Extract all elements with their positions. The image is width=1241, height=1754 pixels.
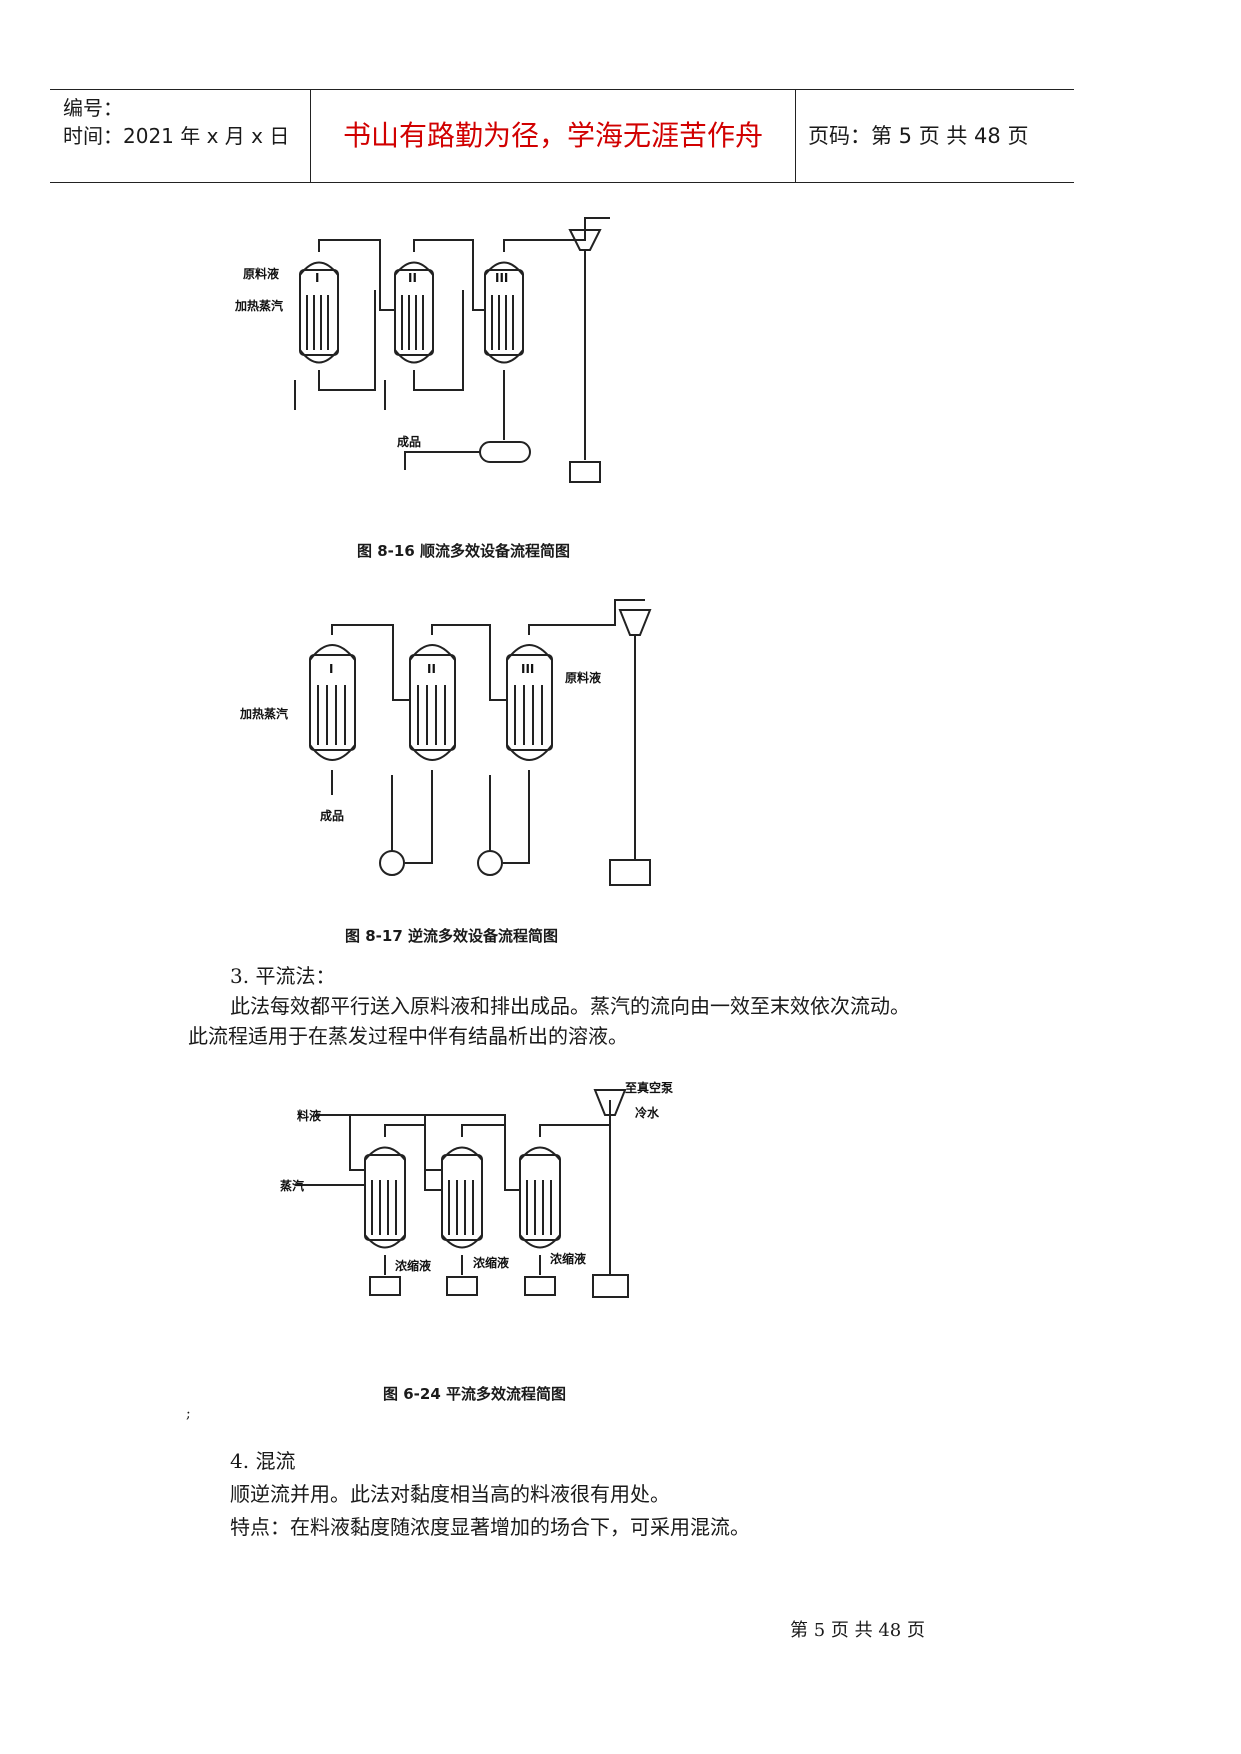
fig1-feed-label: 原料液 <box>243 266 279 281</box>
fig1-effect-3-label: III <box>495 271 508 285</box>
section4-line2: 特点：在料液黏度随浓度显著增加的场合下，可采用混流。 <box>230 1515 750 1539</box>
fig1-effect-2-label: II <box>408 271 417 285</box>
section3-para-line1: 此法每效都平行送入原料液和排出成品。蒸汽的流向由一效至末效依次流动。 <box>230 994 910 1018</box>
fig2-effect-2-label: II <box>427 662 436 676</box>
header-page-label: 页码：第 5 页 共 48 页 <box>808 124 1029 148</box>
header-motto: 书山有路勤为径，学海无涯苦作舟 <box>311 90 796 182</box>
stray-mark: ; <box>186 1406 191 1422</box>
fig1-product-label: 成品 <box>397 434 421 449</box>
figure-parallel-flow: 至真空泵 冷水 料液 蒸汽 浓缩液 浓缩液 浓缩液 <box>280 1080 673 1298</box>
section4-title: 4. 混流 <box>230 1449 296 1473</box>
fig2-effect-1-label: I <box>329 662 333 676</box>
figure2-caption: 图 8-17 逆流多效设备流程简图 <box>345 927 558 945</box>
number-label: 编号： <box>63 96 123 120</box>
fig3-cold-water-label: 冷水 <box>635 1105 660 1120</box>
fig2-effect-3-label: III <box>521 662 534 676</box>
figure-backward-flow: 原料液 加热蒸汽 成品 I II III <box>239 599 652 886</box>
fig2-product-label: 成品 <box>320 808 344 823</box>
fig3-conc-1-label: 浓缩液 <box>395 1258 431 1273</box>
fig1-effect-1-label: I <box>315 271 319 285</box>
date-label: 时间：2021 年 x 月 x 日 <box>63 124 290 148</box>
fig2-steam-label: 加热蒸汽 <box>239 706 288 721</box>
figure1-caption: 图 8-16 顺流多效设备流程简图 <box>357 542 570 560</box>
figure-forward-flow: 原料液 加热蒸汽 成品 I II III <box>235 217 610 483</box>
figure3-caption: 图 6-24 平流多效流程简图 <box>383 1385 566 1403</box>
fig3-vacuum-label: 至真空泵 <box>625 1080 673 1095</box>
fig2-feed-label: 原料液 <box>565 670 601 685</box>
header-info-cell: 编号： 时间：2021 年 x 月 x 日 <box>50 90 311 182</box>
fig3-conc-3-label: 浓缩液 <box>550 1251 586 1266</box>
fig1-steam-label: 加热蒸汽 <box>235 298 283 313</box>
section3-para-line2: 此流程适用于在蒸发过程中伴有结晶析出的溶液。 <box>188 1024 628 1048</box>
page-footer: 第 5 页 共 48 页 <box>790 1620 925 1641</box>
fig3-feed-label: 料液 <box>297 1108 321 1123</box>
section4-line1: 顺逆流并用。此法对黏度相当高的料液很有用处。 <box>230 1482 670 1506</box>
page-header: 编号： 时间：2021 年 x 月 x 日 书山有路勤为径，学海无涯苦作舟 页码… <box>50 89 1074 183</box>
fig3-steam-label: 蒸汽 <box>280 1178 304 1193</box>
fig3-conc-2-label: 浓缩液 <box>473 1255 509 1270</box>
section3-title: 3. 平流法： <box>230 964 336 988</box>
